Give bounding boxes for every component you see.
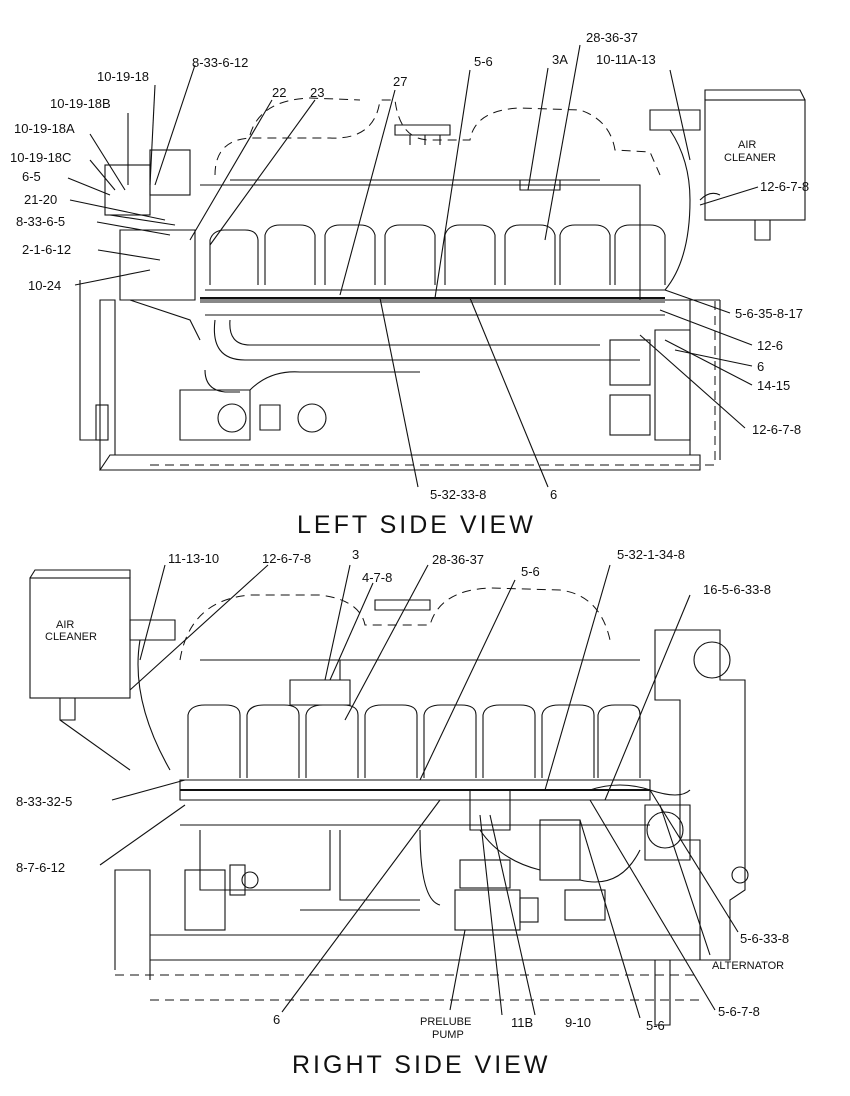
right-side-view: 11-13-10 12-6-7-8 3 4-7-8 28-36-37 5-6 5… [16, 547, 789, 1079]
right-part-labels: 11-13-10 12-6-7-8 3 4-7-8 28-36-37 5-6 5… [16, 547, 789, 1041]
label-left-19: 12-6 [757, 338, 783, 353]
label-right-14: 9-10 [565, 1015, 591, 1030]
left-cylinder-heads [209, 224, 666, 285]
label-left-6: 21-20 [24, 192, 57, 207]
prelube-pump-line2: PUMP [432, 1029, 464, 1041]
label-left-5: 6-5 [22, 169, 41, 184]
label-right-11: ALTERNATOR [712, 960, 784, 972]
label-right-5: 5-6 [521, 564, 540, 579]
left-side-view: 8-33-6-12 10-19-18 10-19-18B 10-19-18A 1… [10, 30, 809, 539]
label-left-10: 22 [272, 85, 286, 100]
label-right-13: 5-6 [646, 1018, 665, 1033]
label-right-16: 6 [273, 1012, 280, 1027]
label-right-10: 5-6-33-8 [740, 931, 789, 946]
label-left-24: 6 [550, 487, 557, 502]
label-left-8: 2-1-6-12 [22, 242, 71, 257]
label-right-2: 3 [352, 547, 359, 562]
left-engine-drawing [79, 89, 806, 471]
label-left-18: 5-6-35-8-17 [735, 306, 803, 321]
label-left-3: 10-19-18A [14, 121, 75, 136]
right-leader-lines [99, 564, 739, 1019]
label-left-16: 10-11A-13 [596, 52, 656, 67]
label-left-4: 10-19-18C [10, 150, 71, 165]
right-air-cleaner-line2: CLEANER [45, 631, 97, 643]
label-right-7: 16-5-6-33-8 [703, 582, 771, 597]
label-left-14: 3A [552, 52, 568, 67]
label-left-22: 12-6-7-8 [752, 422, 801, 437]
label-left-21: 14-15 [757, 378, 790, 393]
label-left-0: 8-33-6-12 [192, 55, 248, 70]
label-left-12: 27 [393, 74, 407, 89]
label-right-0: 11-13-10 [168, 551, 219, 566]
label-left-1: 10-19-18 [97, 69, 149, 84]
left-leader-lines [67, 44, 759, 488]
right-cylinder-heads [187, 704, 641, 778]
label-left-11: 23 [310, 85, 324, 100]
label-right-3: 4-7-8 [362, 570, 392, 585]
label-right-8: 8-33-32-5 [16, 794, 72, 809]
label-left-9: 10-24 [28, 278, 61, 293]
label-right-4: 28-36-37 [432, 552, 484, 567]
label-right-9: 8-7-6-12 [16, 860, 65, 875]
label-right-15: 11B [511, 1015, 533, 1030]
left-part-labels: 8-33-6-12 10-19-18 10-19-18B 10-19-18A 1… [10, 30, 809, 502]
label-left-7: 8-33-6-5 [16, 214, 65, 229]
label-right-6: 5-32-1-34-8 [617, 547, 685, 562]
label-left-20: 6 [757, 359, 764, 374]
left-air-cleaner-line2: CLEANER [724, 152, 776, 164]
right-air-cleaner-line1: AIR [56, 619, 74, 631]
label-left-23: 5-32-33-8 [430, 487, 486, 502]
label-right-12: 5-6-7-8 [718, 1004, 760, 1019]
label-left-15: 28-36-37 [586, 30, 638, 45]
label-left-13: 5-6 [474, 54, 493, 69]
prelube-pump-line1: PRELUBE [420, 1016, 471, 1028]
label-right-1: 12-6-7-8 [262, 551, 311, 566]
label-left-17: 12-6-7-8 [760, 179, 809, 194]
label-left-2: 10-19-18B [50, 96, 111, 111]
left-air-cleaner-line1: AIR [738, 139, 756, 151]
left-view-title: LEFT SIDE VIEW [297, 511, 536, 539]
right-engine-drawing [29, 569, 749, 1026]
right-view-title: RIGHT SIDE VIEW [292, 1051, 550, 1079]
